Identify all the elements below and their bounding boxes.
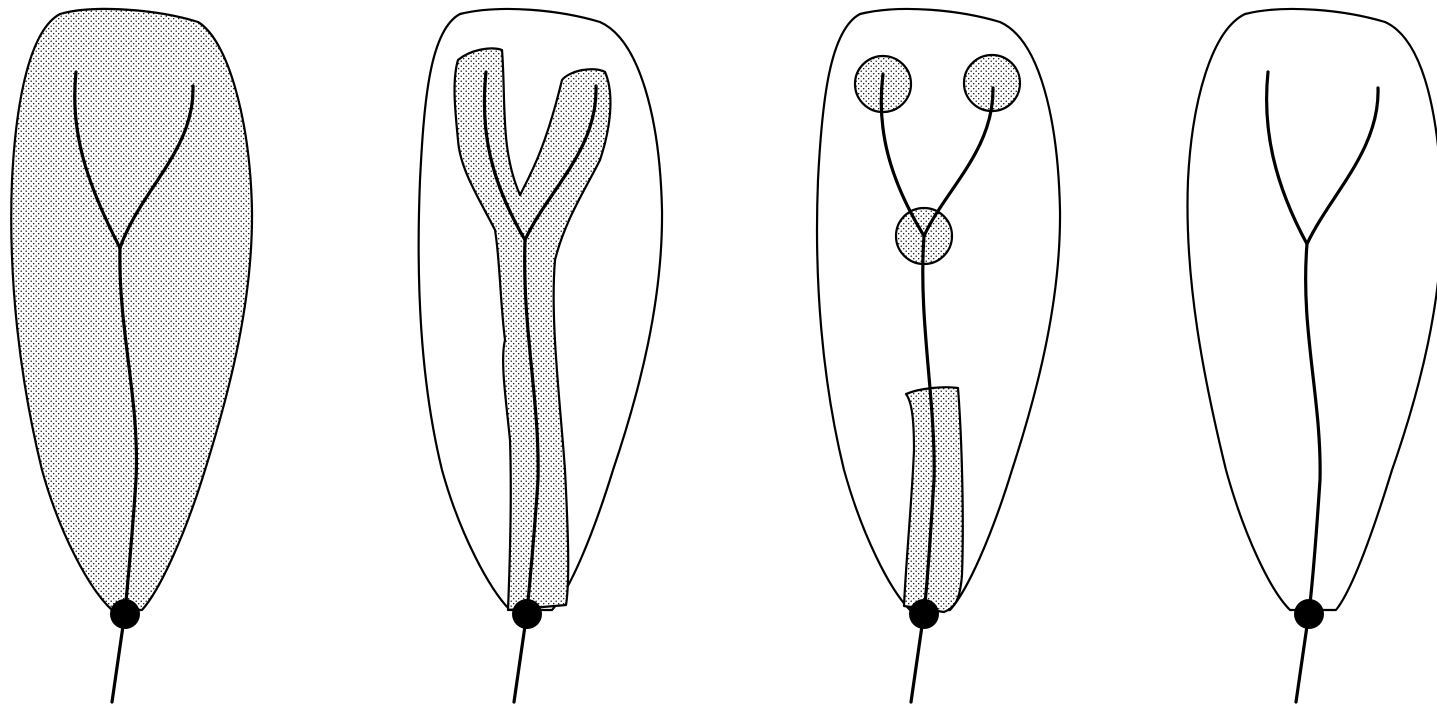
panel-4 <box>1187 9 1437 702</box>
panel-3 <box>817 9 1060 702</box>
main-stem <box>1296 244 1320 702</box>
panel-2 <box>419 9 662 702</box>
panel-1 <box>11 9 252 702</box>
base-node <box>909 599 939 629</box>
base-node <box>1294 599 1324 629</box>
base-node <box>110 599 140 629</box>
branch-right <box>1307 88 1378 244</box>
branch-left <box>1267 72 1307 244</box>
base-node <box>512 599 542 629</box>
leaf-outline <box>1187 9 1437 610</box>
